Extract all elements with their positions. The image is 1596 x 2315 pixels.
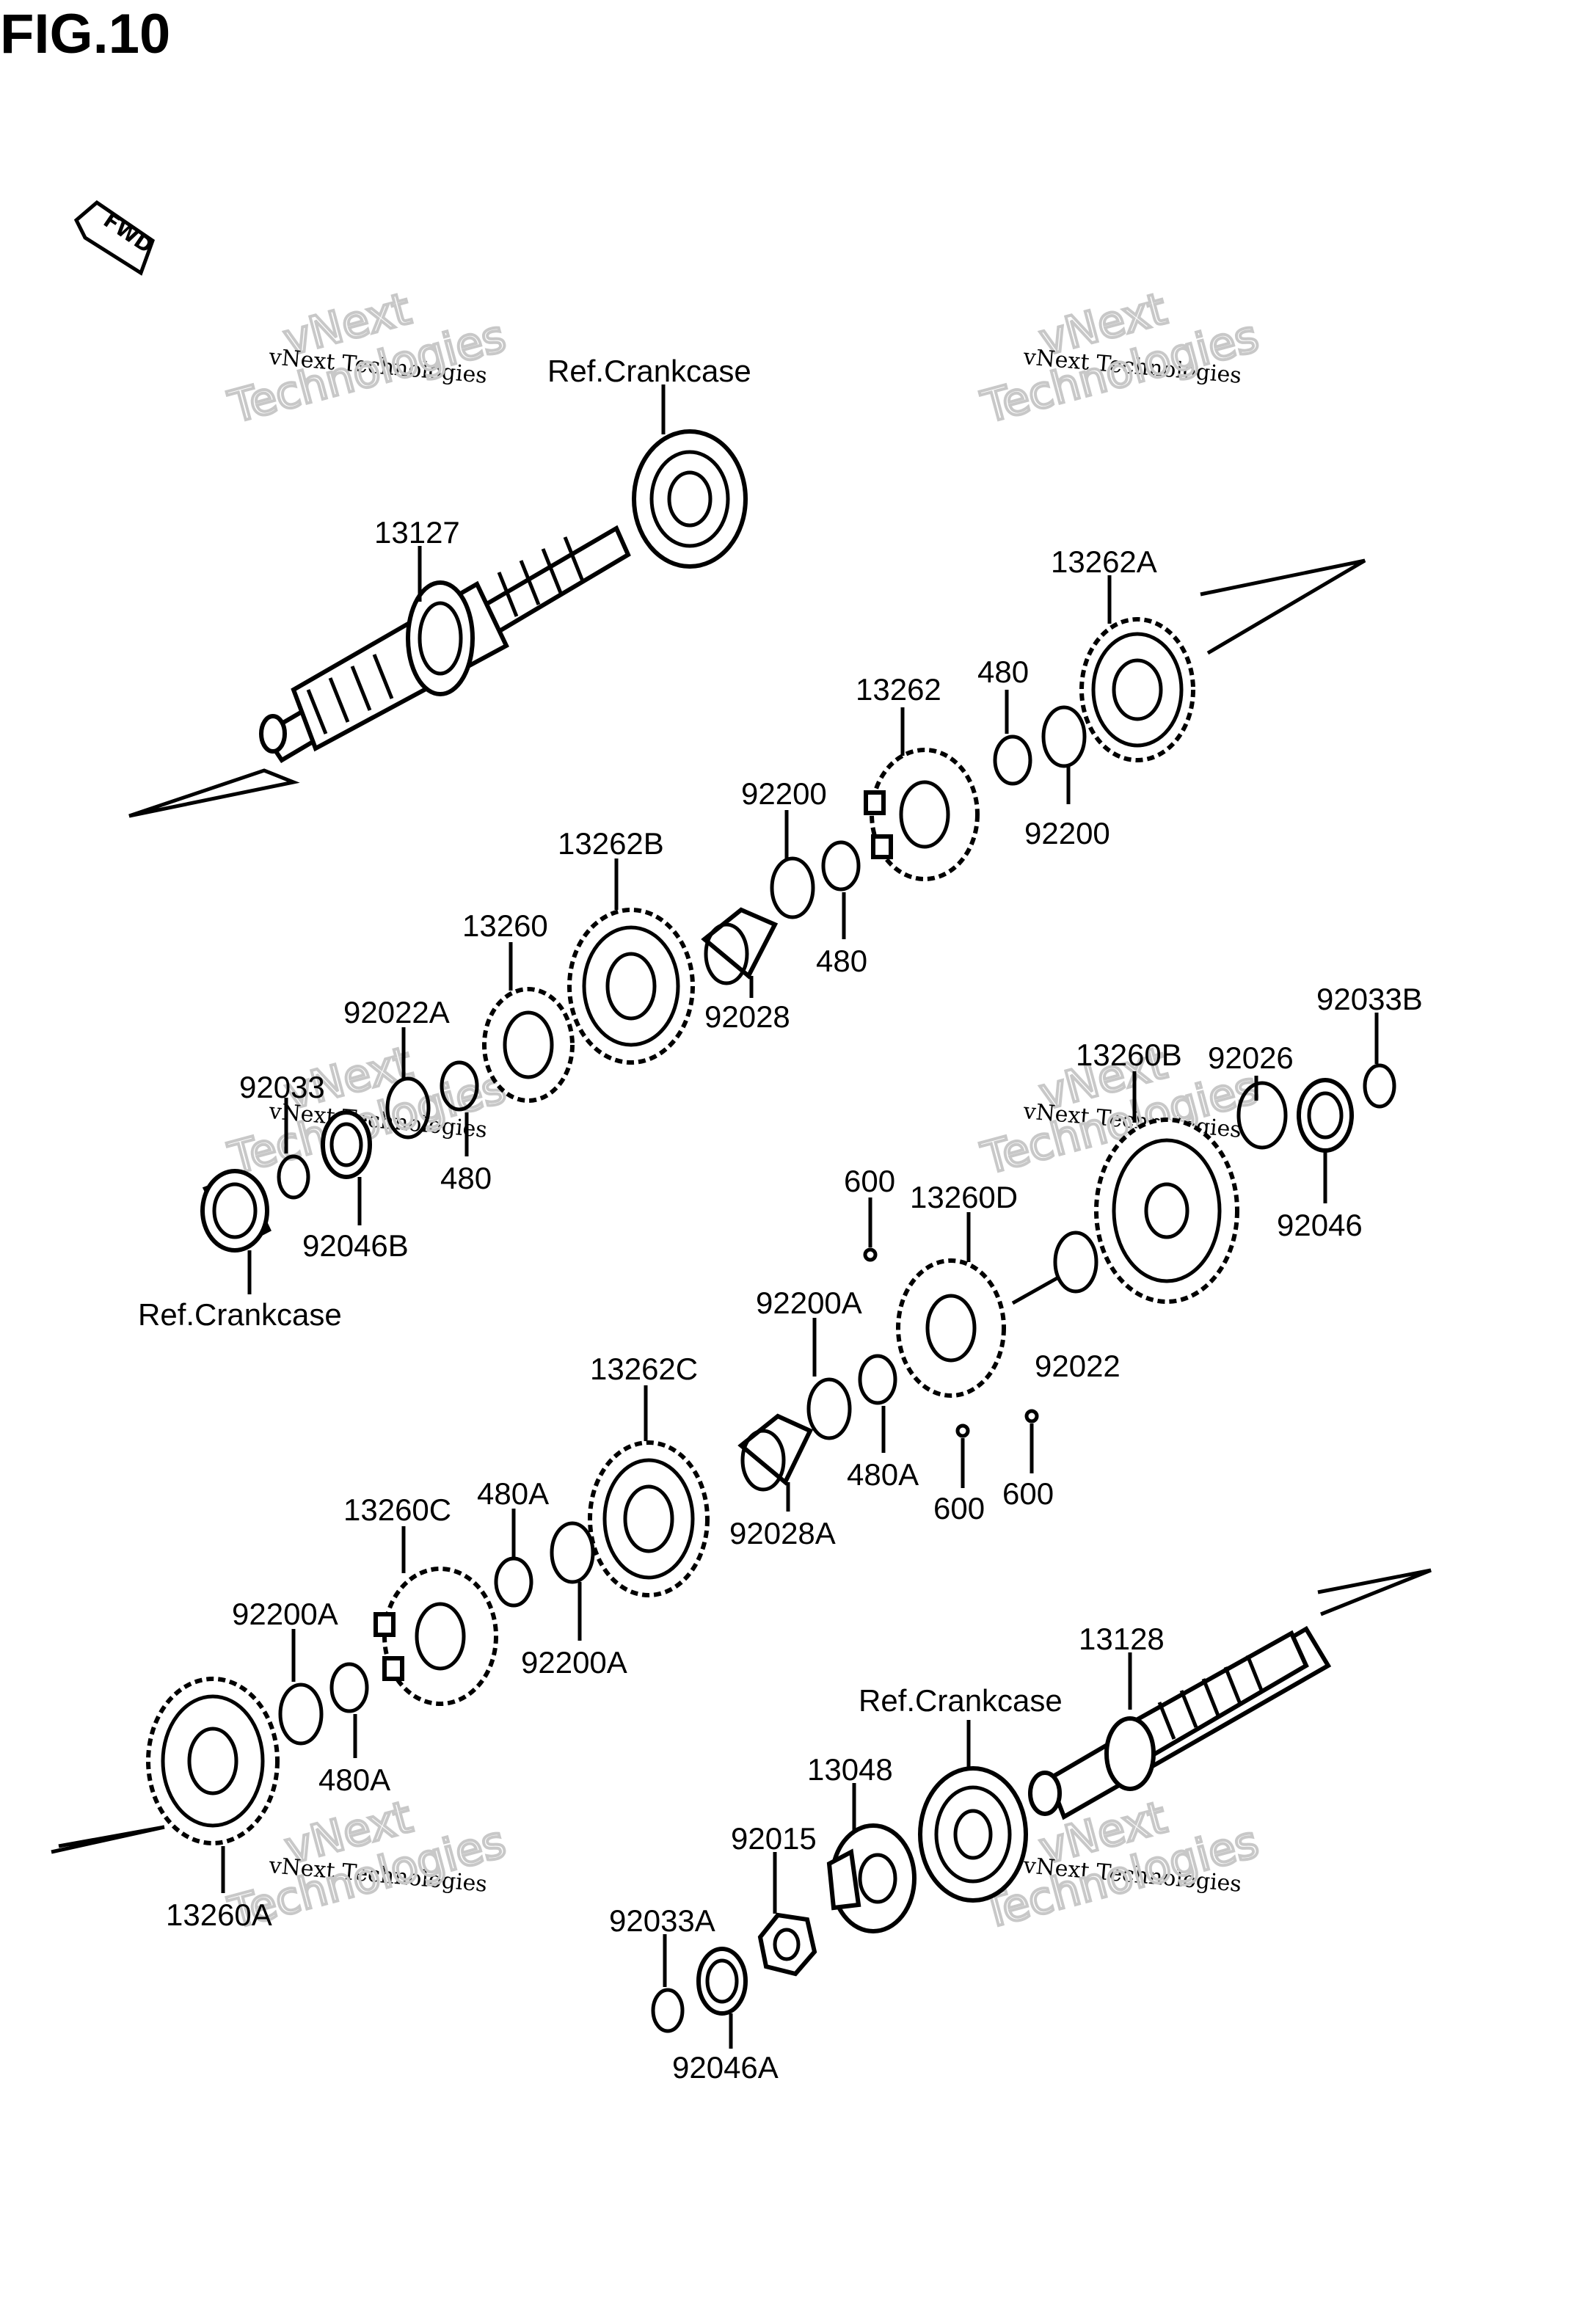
gear-13260	[482, 987, 575, 1103]
nut-92015	[757, 1912, 817, 1977]
washer-92200A-lower	[550, 1521, 595, 1584]
label-92015: 92015	[731, 1821, 817, 1856]
label-92046: 92046	[1277, 1208, 1363, 1242]
label-92022: 92022	[1035, 1349, 1121, 1383]
label-92026: 92026	[1208, 1040, 1294, 1075]
label-480A-mid: 480A	[847, 1457, 919, 1492]
circlip-480A-upper	[494, 1556, 533, 1608]
label-480-mid: 480	[816, 944, 867, 978]
circlip-480A-mid	[858, 1354, 897, 1405]
ball-600-mid	[955, 1423, 970, 1438]
watermark-top-left: vNext vNext Technologies Technologies	[222, 282, 512, 435]
label-13048: 13048	[807, 1752, 893, 1787]
gear-13262A	[1079, 617, 1195, 762]
label-ref-crankcase-left: Ref.Crankcase	[138, 1297, 342, 1332]
bearing-ref-crankcase-bottom	[918, 1766, 1028, 1903]
needle-bearing-92028A	[737, 1413, 814, 1492]
shaft-splines	[306, 536, 585, 734]
bushing-ref-crankcase-left	[200, 1169, 272, 1253]
label-92022A: 92022A	[343, 995, 450, 1029]
label-92200A-lower: 92200A	[521, 1645, 627, 1680]
label-13262A: 13262A	[1051, 544, 1157, 579]
washer-92022	[1053, 1231, 1098, 1294]
bearing-ref-crankcase-top	[632, 429, 748, 569]
label-92028: 92028	[704, 999, 790, 1034]
circlip-92033A	[651, 1988, 685, 2033]
circlip-480-top	[993, 734, 1032, 786]
label-480-top: 480	[977, 655, 1029, 689]
circlip-480-mid	[821, 840, 861, 892]
gear-13260C	[374, 1567, 498, 1706]
needle-bearing-92046B	[321, 1110, 372, 1179]
label-600-mid: 600	[933, 1491, 985, 1525]
label-92033B: 92033B	[1316, 982, 1423, 1016]
needle-bearing-92046A	[696, 1947, 748, 2016]
label-13262B: 13262B	[558, 826, 664, 861]
gear-13262B	[567, 908, 695, 1065]
label-92200-right: 92200	[1024, 816, 1110, 850]
gear-13262	[864, 748, 980, 881]
label-13260D: 13260D	[910, 1180, 1018, 1214]
label-92046B: 92046B	[302, 1228, 409, 1263]
circlip-92033B	[1363, 1063, 1396, 1109]
label-13262C: 13262C	[590, 1352, 698, 1386]
axis-arrow-bottom-left	[51, 1825, 165, 1854]
ball-600-top	[863, 1247, 878, 1262]
label-13260C: 13260C	[343, 1492, 451, 1527]
shaft-13127	[128, 525, 631, 818]
circlip-480-left	[440, 1060, 479, 1112]
figure-title: FIG.10	[0, 3, 170, 65]
label-480A-upper: 480A	[477, 1476, 549, 1511]
label-13128: 13128	[1079, 1622, 1165, 1656]
label-480-left: 480	[440, 1161, 492, 1195]
label-92033A: 92033A	[609, 1903, 715, 1938]
label-480A-lower: 480A	[318, 1762, 390, 1797]
washer-92026	[1236, 1081, 1288, 1150]
washer-92200A-left	[278, 1683, 324, 1746]
label-13260: 13260	[462, 908, 548, 943]
label-ref-crankcase-top: Ref.Crankcase	[547, 354, 751, 388]
label-92200A-mid: 92200A	[756, 1286, 862, 1320]
gear-13260A	[146, 1677, 280, 1845]
label-13262: 13262	[856, 672, 941, 707]
label-92033: 92033	[239, 1070, 325, 1104]
label-13127: 13127	[374, 515, 460, 550]
washer-92022A	[385, 1076, 431, 1140]
watermark-top-right: vNext vNext Technologies Technologies	[975, 282, 1265, 435]
shift-cam-13048	[826, 1823, 917, 1933]
label-92200-left: 92200	[741, 776, 827, 811]
gear-13260D	[896, 1258, 1006, 1398]
gear-13260B	[1094, 1118, 1239, 1304]
ball-600-right	[1024, 1409, 1039, 1423]
label-92200A-left: 92200A	[232, 1597, 338, 1631]
washer-92200A-mid	[806, 1377, 852, 1440]
label-ref-crankcase-bottom: Ref.Crankcase	[859, 1683, 1063, 1718]
axis-arrow-top	[1200, 558, 1366, 655]
label-92046A: 92046A	[672, 2050, 779, 2085]
shaft-13128	[1028, 1568, 1432, 1820]
label-13260B: 13260B	[1076, 1038, 1182, 1072]
circlip-480A-lower	[329, 1662, 369, 1713]
needle-bearing-92046	[1297, 1078, 1354, 1153]
label-600-right: 600	[1002, 1476, 1054, 1511]
circlip-92033	[277, 1154, 310, 1200]
gear-13262C	[588, 1440, 710, 1597]
label-600-top: 600	[844, 1164, 895, 1198]
needle-bearing-92028	[701, 907, 779, 985]
washer-92200-left	[770, 856, 815, 919]
fwd-arrow-icon: FWD	[73, 200, 157, 276]
label-13260A: 13260A	[166, 1897, 272, 1932]
washer-92200-right	[1041, 705, 1087, 768]
label-92028A: 92028A	[729, 1516, 836, 1550]
